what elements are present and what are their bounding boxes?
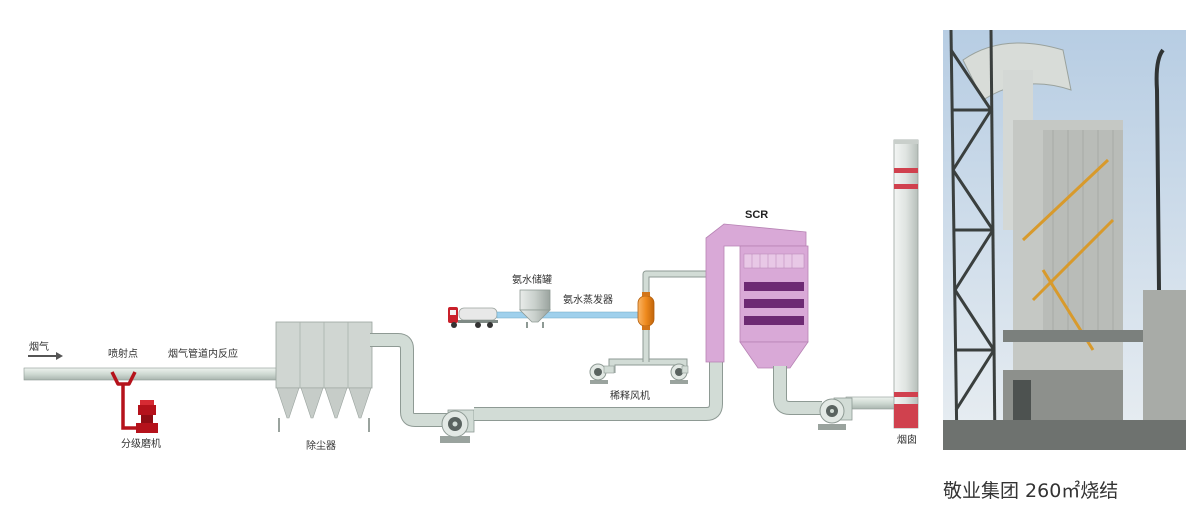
duct-fan-to-scr [474, 362, 723, 421]
duct-scr-to-chimney [773, 366, 897, 415]
fan-icon [440, 409, 475, 443]
fan-icon [589, 363, 615, 384]
label-dust-collector: 除尘器 [306, 439, 336, 452]
injection-nozzle [110, 371, 140, 430]
label-grading-mill: 分级磨机 [121, 437, 161, 450]
label-ammonia-tank: 氨水储罐 [512, 273, 552, 286]
label-in-duct-reaction: 烟气管道内反应 [168, 347, 238, 360]
dilution-air-pipe [608, 270, 706, 373]
label-scr: SCR [745, 209, 768, 221]
label-flue-gas: 烟气 [29, 340, 49, 353]
fan-icon [670, 363, 689, 384]
scr-reactor [705, 223, 809, 369]
label-injection-point: 喷射点 [108, 348, 138, 360]
inlet-duct [23, 367, 281, 381]
label-chimney: 烟囱 [897, 433, 917, 446]
fan-icon [818, 397, 853, 430]
label-dilution-fan: 稀释风机 [610, 389, 650, 402]
grading-mill [136, 400, 158, 433]
truck-icon [448, 307, 498, 328]
ammonia-evaporator [637, 292, 655, 330]
label-ammonia-evaporator: 氨水蒸发器 [563, 293, 613, 306]
dust-collector [275, 321, 373, 432]
photo-image [943, 30, 1186, 450]
photo-caption: 敬业集团 260㎡烧结 [943, 480, 1119, 502]
duct-collector-to-fan [370, 333, 448, 427]
arrow-right-icon [28, 352, 63, 360]
ammonia-water-line [496, 311, 640, 319]
chimney [893, 139, 919, 429]
ammonia-tank [519, 289, 551, 328]
